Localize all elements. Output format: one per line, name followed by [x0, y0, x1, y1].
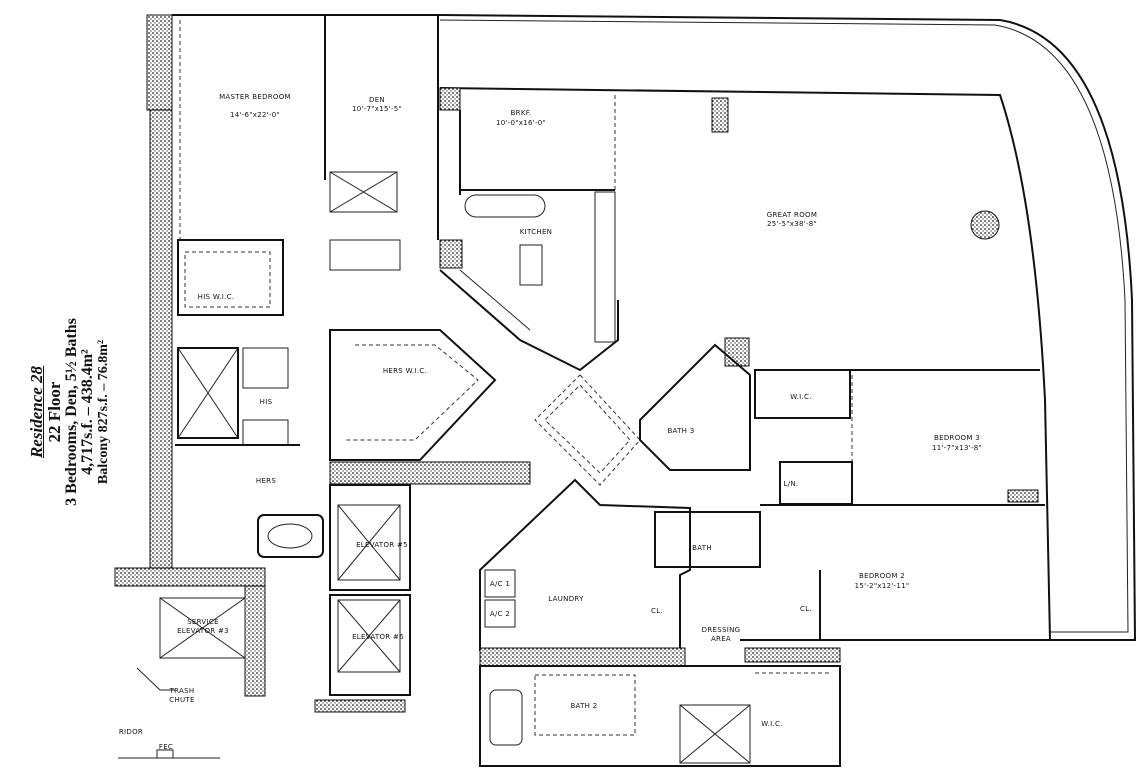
- label-hers-wic: HERS W.I.C.: [383, 367, 427, 375]
- label-trash-chute: TRASH: [169, 687, 195, 695]
- label-brkf: BRKF.: [511, 109, 532, 117]
- residence-name: Residence 28: [27, 365, 47, 459]
- hers-wic-walls: [329, 329, 497, 461]
- label-hers: HERS: [256, 477, 276, 485]
- label-bedroom3: BEDROOM 3: [934, 434, 980, 442]
- label-trash-chute-2: CHUTE: [169, 696, 194, 704]
- size-master-bedroom: 14'-6"x22'-0": [230, 111, 280, 119]
- label-ac1: A/C 1: [490, 580, 510, 588]
- label-ac2: A/C 2: [490, 610, 510, 618]
- label-closet-1: CL.: [651, 607, 663, 615]
- title-block: Residence 28 22 Floor 3 Bedrooms, Den, 5…: [27, 252, 112, 572]
- exterior-wall-left: [149, 109, 173, 571]
- column: [970, 210, 1000, 240]
- label-master-bedroom: MASTER BEDROOM: [219, 93, 291, 101]
- label-den: DEN: [369, 96, 385, 104]
- label-his-wic: HIS W.I.C.: [198, 293, 235, 301]
- unit-summary: 3 Bedrooms, Den, 5½ Baths: [62, 318, 80, 506]
- bathtub: [257, 514, 324, 558]
- label-elevator5: ELEVATOR #5: [356, 541, 408, 549]
- label-fec: FEC: [159, 743, 173, 751]
- balcony-area: Balcony 827s.f. – 76.8m²: [96, 339, 112, 485]
- exterior-wall: [146, 14, 173, 111]
- label-corridor: RIDOR: [119, 728, 143, 736]
- label-wic3: W.I.C.: [790, 393, 812, 401]
- size-bedroom2: 15'-2"x12'-11": [855, 582, 910, 590]
- label-dressing: DRESSING: [702, 626, 741, 634]
- size-brkf: 10'-0"x16'-0": [496, 119, 546, 127]
- label-service-elevator: SERVICE: [187, 618, 219, 626]
- label-closet-2: CL.: [800, 605, 812, 613]
- unit-area: 4,717s.f. – 438.4m²: [79, 349, 97, 475]
- label-kitchen: KITCHEN: [520, 228, 552, 236]
- label-his: HIS: [260, 398, 273, 406]
- label-linen: L/N.: [784, 480, 799, 488]
- size-great-room: 25'-5"x38'-8": [767, 220, 817, 228]
- size-den: 10'-7"x15'-5": [352, 105, 402, 113]
- balcony-outline: [439, 14, 1137, 641]
- label-elevator6: ELEVATOR #6: [352, 633, 404, 641]
- building-facade: [439, 87, 1051, 641]
- label-dressing-2: AREA: [711, 635, 731, 643]
- label-wic2: W.I.C.: [761, 720, 783, 728]
- label-bath: BATH: [692, 544, 712, 552]
- label-service-elevator-2: ELEVATOR #3: [177, 627, 229, 635]
- label-laundry: LAUNDRY: [548, 595, 584, 603]
- floor-number: 22 Floor: [44, 381, 64, 443]
- room-labels: MASTER BEDROOM 14'-6"x22'-0" DEN 10'-7"x…: [119, 93, 982, 751]
- label-great-room: GREAT ROOM: [767, 211, 817, 219]
- label-bedroom2: BEDROOM 2: [859, 572, 905, 580]
- label-bath3: BATH 3: [667, 427, 694, 435]
- size-bedroom3: 11'-7"x13'-8": [932, 444, 982, 452]
- label-bath2: BATH 2: [570, 702, 597, 710]
